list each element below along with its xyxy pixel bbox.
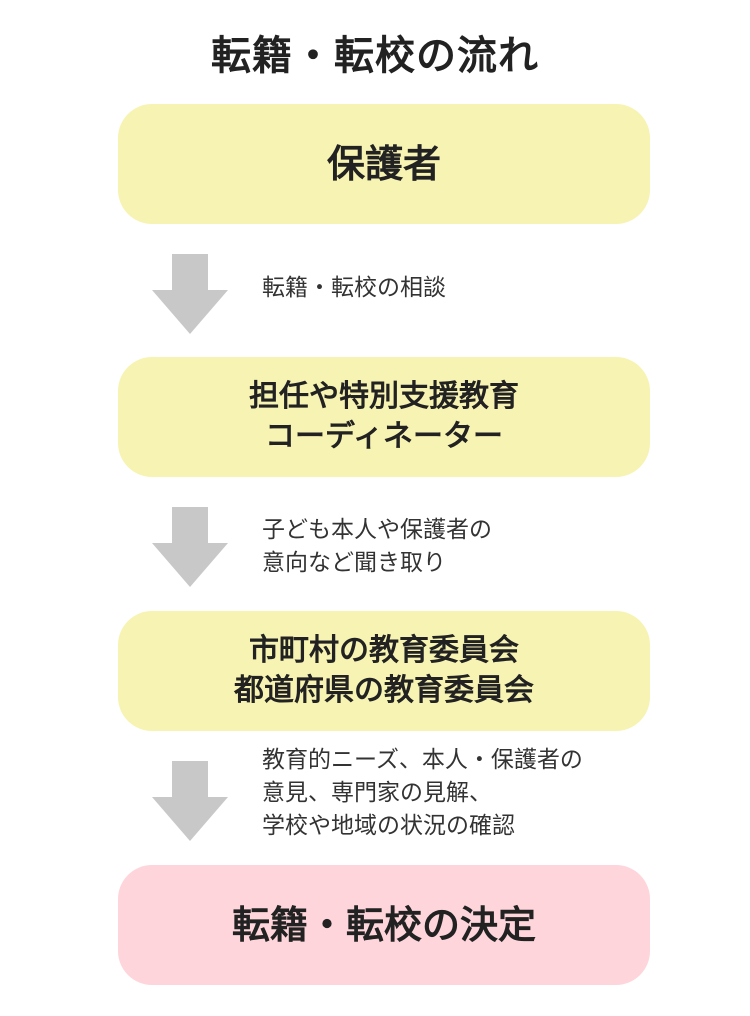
note-line: 意見、専門家の見解、 [262, 780, 492, 806]
step-label: コーディネーター [265, 419, 503, 454]
transition-note-confirmation: 教育的ニーズ、本人・保護者の 意見、専門家の見解、 学校や地域の状況の確認 [262, 744, 583, 843]
note-line: 転籍・転校の相談 [262, 275, 446, 301]
transition-note-consultation: 転籍・転校の相談 [262, 272, 446, 305]
page-title: 転籍・転校の流れ [211, 33, 539, 79]
down-arrow-icon [152, 761, 228, 841]
step-teacher-coordinator: 担任や特別支援教育 コーディネーター [118, 357, 650, 477]
note-line: 子ども本人や保護者の [262, 517, 492, 543]
step-label: 都道府県の教育委員会 [234, 673, 534, 708]
transition-note-hearing: 子ども本人や保護者の 意向など聞き取り [262, 514, 492, 580]
step-guardian: 保護者 [118, 104, 650, 224]
step-education-board: 市町村の教育委員会 都道府県の教育委員会 [118, 611, 650, 731]
step-decision: 転籍・転校の決定 [118, 865, 650, 985]
note-line: 学校や地域の状況の確認 [262, 813, 515, 839]
step-label: 転籍・転校の決定 [231, 903, 536, 947]
step-label: 担任や特別支援教育 [249, 379, 519, 414]
note-line: 意向など聞き取り [262, 550, 446, 576]
step-label: 市町村の教育委員会 [249, 633, 519, 668]
down-arrow-icon [152, 254, 228, 334]
note-line: 教育的ニーズ、本人・保護者の [262, 747, 583, 773]
down-arrow-icon [152, 507, 228, 587]
step-label: 保護者 [326, 142, 441, 186]
